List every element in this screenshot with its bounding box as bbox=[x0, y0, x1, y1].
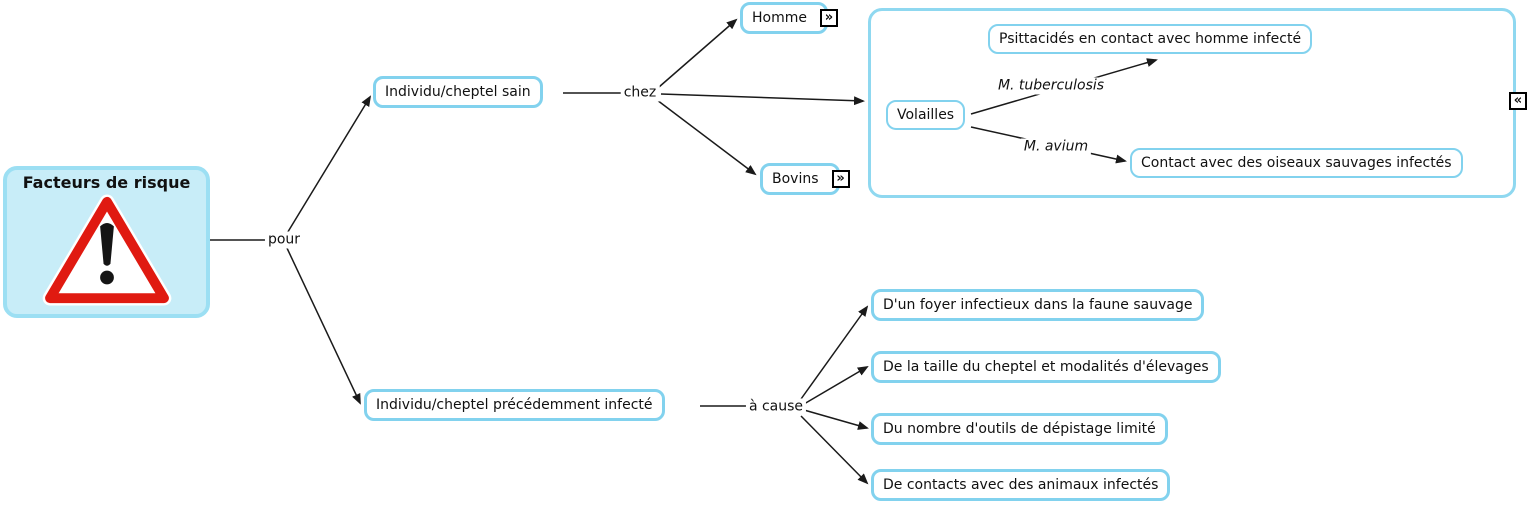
arrow-chez-to-group bbox=[660, 93, 865, 106]
node-volailles[interactable]: Volailles bbox=[886, 100, 966, 130]
node-bovins[interactable]: Bovins » bbox=[760, 163, 850, 195]
node-label: Homme bbox=[752, 10, 807, 26]
arrow-acause-to-taille bbox=[803, 365, 869, 405]
link-label-chez[interactable]: chez bbox=[620, 84, 660, 102]
node-foyer-infectieux[interactable]: D'un foyer infectieux dans la faune sauv… bbox=[871, 289, 1205, 321]
node-contacts-animaux[interactable]: De contacts avec des animaux infectés bbox=[871, 469, 1171, 501]
node-label: Bovins bbox=[772, 171, 819, 187]
root-title: Facteurs de risque bbox=[22, 173, 191, 192]
collapse-glyph: « bbox=[1513, 92, 1523, 108]
node-contact-oiseaux-sauvages[interactable]: Contact avec des oiseaux sauvages infect… bbox=[1130, 148, 1463, 178]
node-homme[interactable]: Homme » bbox=[740, 2, 838, 34]
arrow-acause-to-outils bbox=[803, 409, 869, 430]
expand-children-icon[interactable]: » bbox=[831, 170, 850, 188]
arrow-acause-to-foyer bbox=[800, 305, 869, 400]
arrow-pour-to-sain bbox=[285, 95, 372, 236]
node-label: De contacts avec des animaux infectés bbox=[883, 477, 1159, 493]
node-label: D'un foyer infectieux dans la faune sauv… bbox=[883, 297, 1193, 313]
node-label: Individu/cheptel sain bbox=[385, 84, 531, 100]
arrow-pour-to-precedemment bbox=[285, 245, 361, 405]
node-individu-cheptel-sain[interactable]: Individu/cheptel sain bbox=[373, 76, 543, 108]
expand-children-icon[interactable]: » bbox=[819, 9, 838, 27]
node-psittacides[interactable]: Psittacidés en contact avec homme infect… bbox=[988, 24, 1313, 54]
node-label: Individu/cheptel précédemment infecté bbox=[376, 397, 653, 413]
link-label-pour[interactable]: pour bbox=[264, 231, 304, 249]
node-label: Volailles bbox=[897, 107, 955, 123]
arrow-chez-to-bovins bbox=[656, 99, 757, 176]
arrow-acause-to-contacts bbox=[800, 415, 869, 485]
collapse-children-icon[interactable]: « bbox=[1509, 92, 1527, 110]
link-label-a-cause[interactable]: à cause bbox=[745, 398, 807, 416]
node-label: De la taille du cheptel et modalités d'é… bbox=[883, 359, 1209, 375]
node-taille-cheptel[interactable]: De la taille du cheptel et modalités d'é… bbox=[871, 351, 1221, 383]
arrow-chez-to-homme bbox=[658, 18, 738, 88]
expand-glyph: » bbox=[824, 9, 834, 25]
node-label: Du nombre d'outils de dépistage limité bbox=[883, 421, 1156, 437]
link-label-m-tuberculosis[interactable]: M. tuberculosis bbox=[994, 77, 1108, 95]
expand-glyph: » bbox=[836, 170, 845, 186]
node-outils-depistage[interactable]: Du nombre d'outils de dépistage limité bbox=[871, 413, 1168, 445]
node-individu-cheptel-precedemment-infecte[interactable]: Individu/cheptel précédemment infecté bbox=[364, 389, 665, 421]
warning-triangle-icon bbox=[42, 194, 171, 306]
link-label-m-avium[interactable]: M. avium bbox=[1020, 138, 1092, 156]
node-label: Psittacidés en contact avec homme infect… bbox=[999, 31, 1302, 47]
node-label: Contact avec des oiseaux sauvages infect… bbox=[1141, 155, 1452, 171]
root-node-facteurs-de-risque[interactable]: Facteurs de risque bbox=[3, 166, 210, 318]
